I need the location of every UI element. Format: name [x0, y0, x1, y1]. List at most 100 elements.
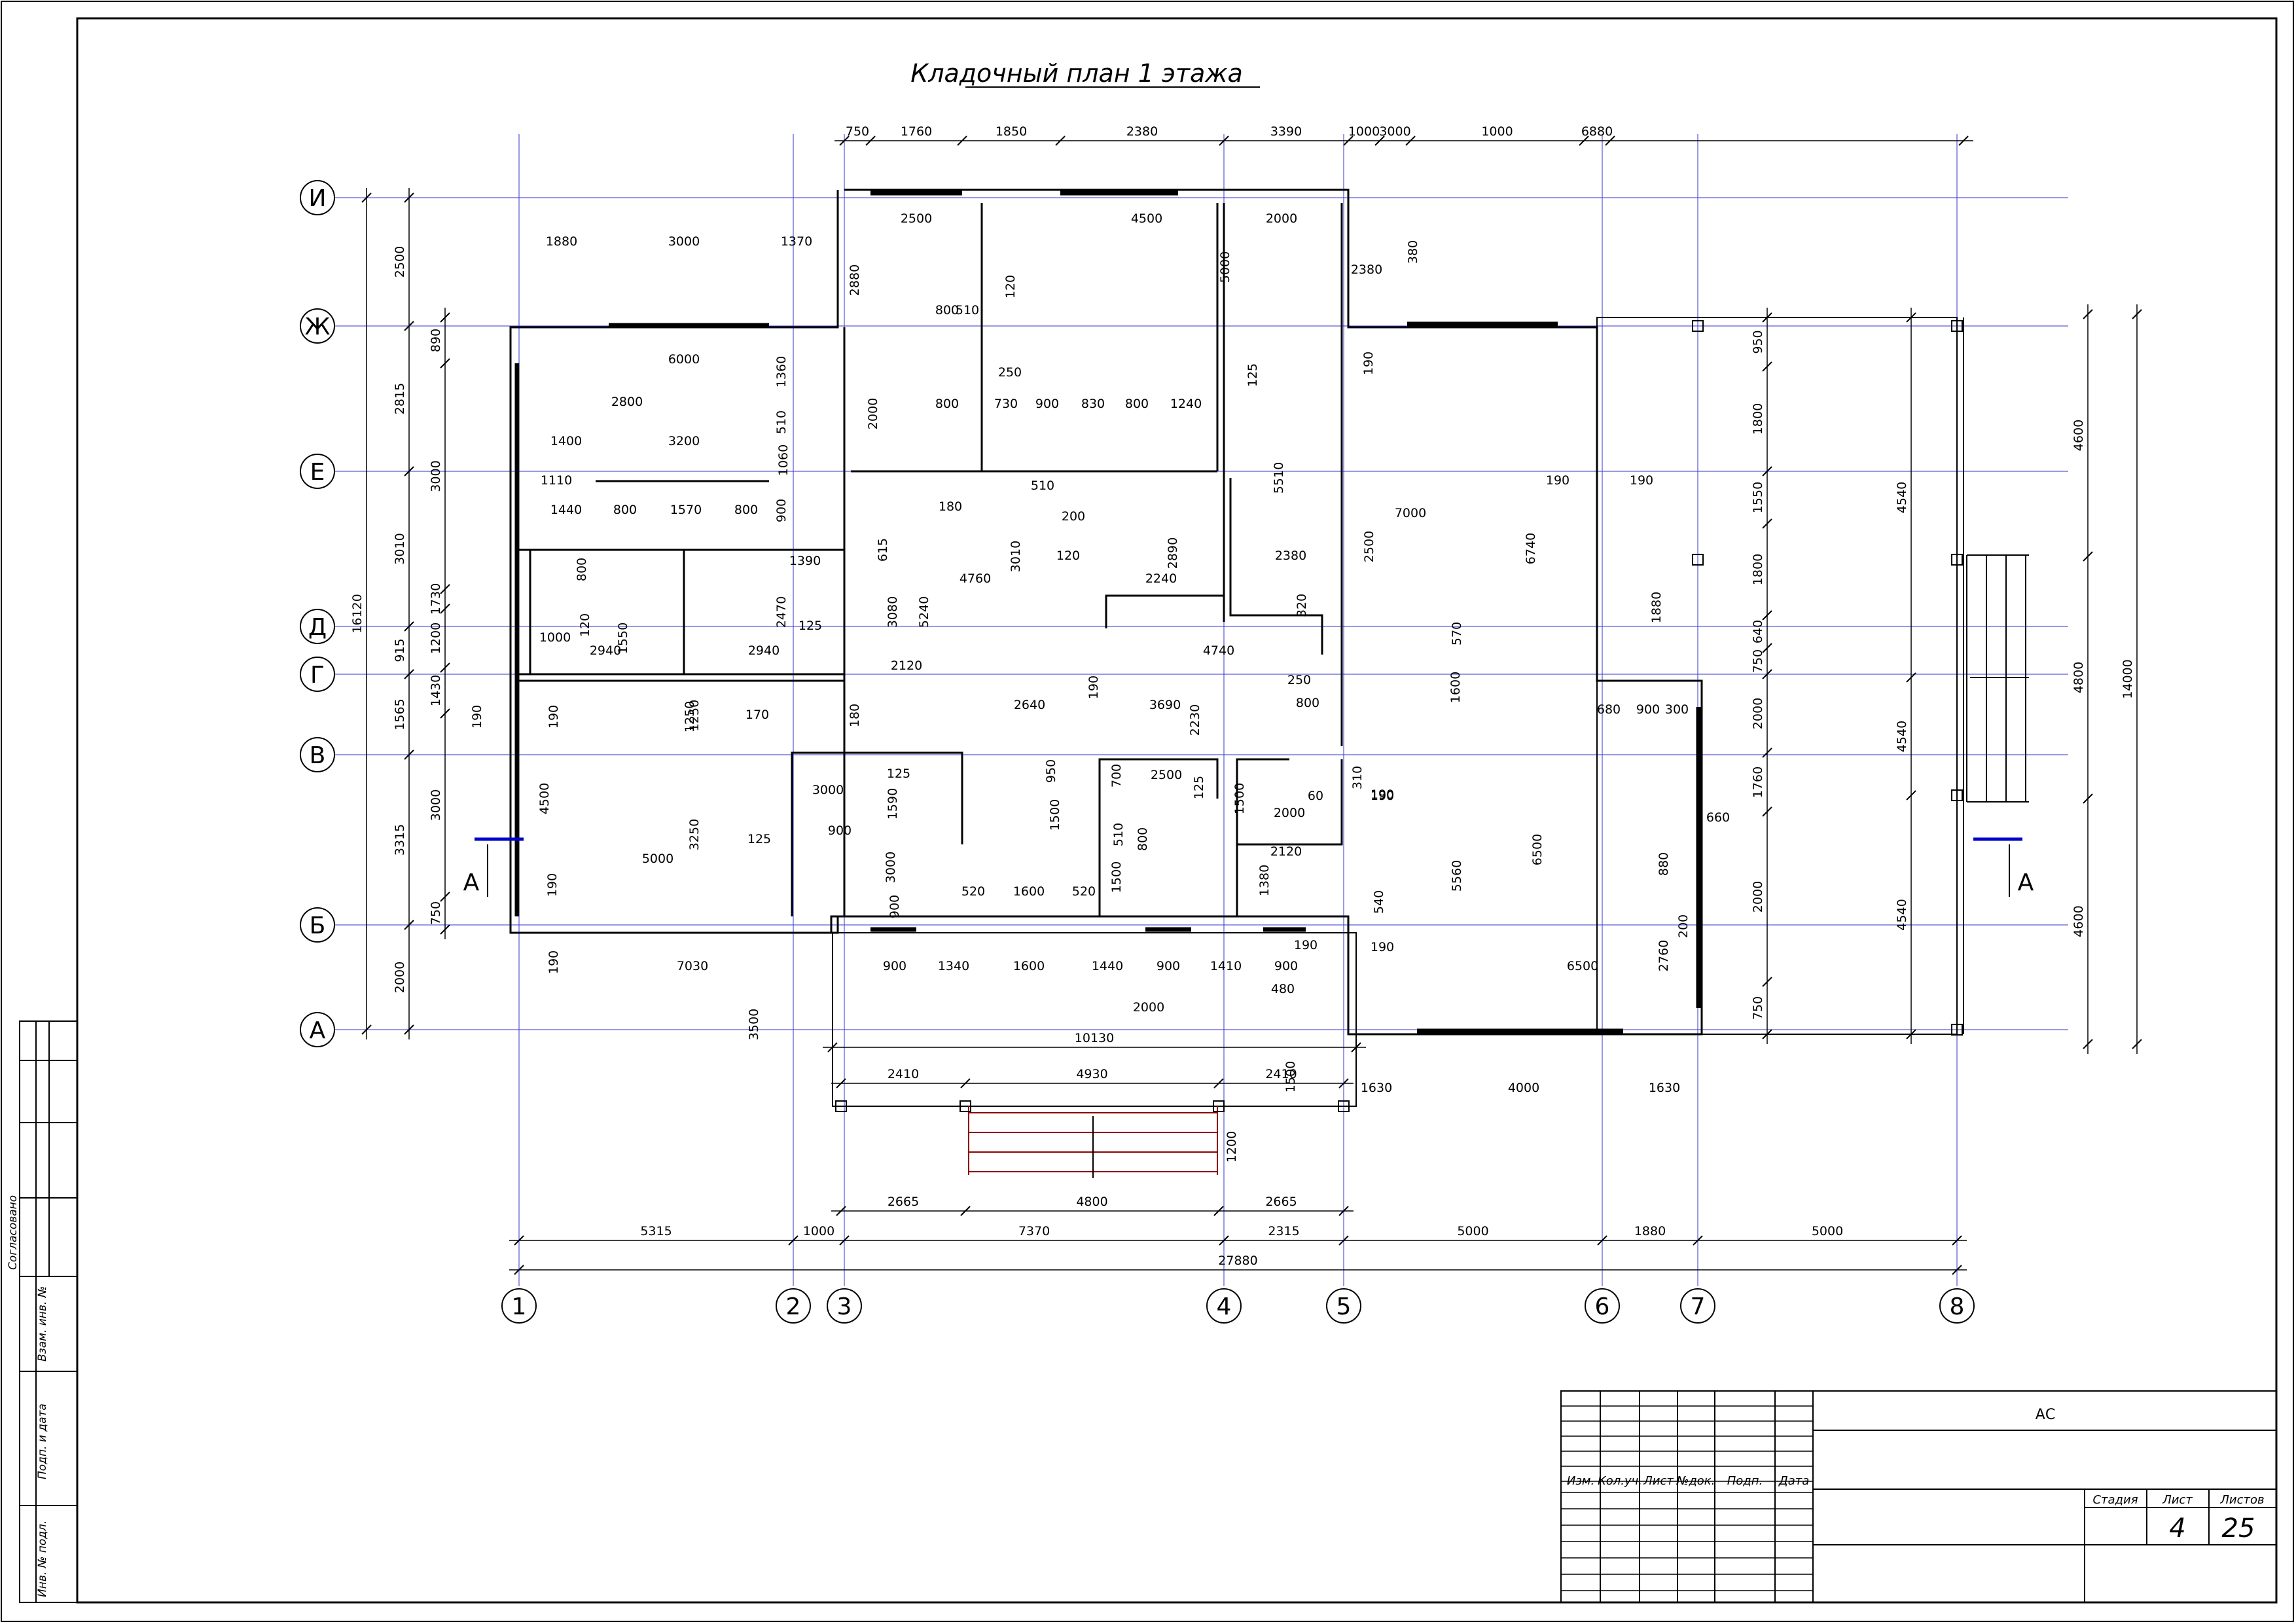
dim-right-small-label: 1550: [1751, 482, 1765, 513]
dim-room-c: 2000: [1274, 806, 1305, 820]
post-square: [1951, 789, 1963, 801]
dim-room-d: 310: [1350, 766, 1365, 789]
dim-right-small-label: 1760: [1751, 767, 1765, 798]
axis-row-label: Д: [308, 614, 327, 641]
dim-room-b: 800: [935, 397, 959, 411]
post-square: [1951, 320, 1963, 332]
dim-room-a: 1400: [550, 434, 582, 448]
dim-room-a: 1370: [781, 234, 812, 249]
dim-misc: 1360: [774, 356, 789, 388]
dim-top-label: 1760: [901, 124, 932, 139]
dim-room-d: 6500: [1530, 834, 1545, 865]
dim-room-b: 2380: [1275, 549, 1306, 563]
dim-bottom-inner: 4000: [1508, 1081, 1539, 1095]
dim-top-tick: [1343, 135, 1354, 146]
section-label-left: А: [463, 869, 480, 896]
axis-row-label: Б: [310, 912, 326, 939]
dim-bottom-tick: [1693, 1235, 1703, 1246]
dim-top-label: 1000: [1481, 124, 1513, 139]
dim-misc: 2230: [1188, 704, 1202, 736]
post-square: [1951, 554, 1963, 566]
axis-col-bubble: [827, 1288, 862, 1324]
dim-right-small-label: 640: [1751, 620, 1765, 643]
dim-left-tick: [404, 669, 414, 679]
dim-top-tick: [1579, 135, 1589, 146]
dim-top-label: 3000: [1379, 124, 1410, 139]
dim-right-label: 4600: [2072, 420, 2086, 451]
dim-misc: 1550: [616, 623, 630, 654]
dim-room-d: 7000: [1395, 506, 1426, 520]
dim-top-label: 750: [846, 124, 869, 139]
dim-room-c: 1380: [1257, 865, 1272, 896]
porch-outline: [832, 932, 1357, 1107]
post-square: [960, 1100, 971, 1112]
dim-misc: 190: [1361, 352, 1376, 375]
dim-room-b: 800: [935, 303, 959, 317]
axis-row-label: А: [310, 1017, 326, 1044]
dim-room-d: 5560: [1450, 860, 1464, 892]
dim-room-b: 2890: [1166, 537, 1180, 569]
dim-overall-tick: [514, 1265, 524, 1275]
dim-room-c: 950: [1044, 759, 1058, 783]
dim-bottom-tick: [788, 1235, 798, 1246]
tb-project-code: АС: [2036, 1407, 2055, 1423]
dim-porch-upper-tick: [960, 1078, 971, 1089]
axis-row-label: Е: [310, 459, 325, 486]
dim-misc: 1250: [683, 701, 697, 732]
wall-int-room-d: [1098, 758, 1219, 916]
terrace: [1596, 317, 2029, 1035]
dim-left-inner-tick: [440, 662, 450, 673]
dim-bottom-tick: [1219, 1235, 1229, 1246]
dim-left-inner-tick: [440, 312, 450, 323]
dim-room-a: 1440: [550, 503, 582, 517]
dim-room-d: 1600: [1448, 672, 1463, 703]
dim-room-c: 2500: [1151, 768, 1182, 782]
dim-right-overall-tick: [2132, 309, 2142, 319]
dim-right-inner-label: 4540: [1895, 721, 1909, 752]
dim-room-c: 2640: [1014, 698, 1045, 712]
dim-right-small-tick: [1762, 977, 1772, 987]
dim-left-overall-label: 16120: [350, 594, 365, 633]
dim-left-tick: [404, 192, 414, 203]
dim-misc: 510: [774, 410, 789, 434]
dim-room-c: 3000: [812, 783, 844, 797]
dim-right-label: 4600: [2072, 905, 2086, 937]
terrace-stairs: [1966, 554, 2029, 803]
dim-10130-tick: [1351, 1042, 1361, 1053]
dim-left-tick: [404, 466, 414, 477]
dim-10130-label: 10130: [1075, 1031, 1114, 1045]
dim-room-b: 4500: [1131, 211, 1162, 226]
title-block: [1560, 1390, 2277, 1603]
dim-room-c: 2120: [891, 659, 922, 673]
dim-misc: 3000: [884, 852, 898, 883]
dim-top-label: 3390: [1270, 124, 1302, 139]
dim-bottom-inner: 900: [1274, 959, 1298, 973]
dim-top-label: 6880: [1581, 124, 1613, 139]
dim-right-small-tick: [1762, 610, 1772, 621]
dim-right-small-label: 750: [1751, 996, 1765, 1020]
dim-room-c: 190: [1371, 787, 1394, 802]
dim-room-b: 250: [998, 365, 1022, 380]
post-square: [835, 1100, 847, 1112]
dim-right-small-label: 2000: [1751, 881, 1765, 912]
dim-right-small-tick: [1762, 669, 1772, 679]
dim-room-a: 800: [734, 503, 758, 517]
dim-bottom-label: 5315: [640, 1224, 672, 1238]
wall-int-room-f: [1237, 759, 1343, 846]
dim-room-a: 3200: [668, 434, 700, 448]
dim-bottom-inner: 3500: [747, 1009, 761, 1040]
dim-room-d: 1880: [1649, 592, 1664, 623]
dim-bottom-inner: 1410: [1210, 959, 1242, 973]
dim-misc: 5000: [1218, 251, 1232, 283]
dim-room-a: 125: [747, 832, 771, 846]
dim-left-label: 3315: [393, 824, 407, 856]
dim-top-tick: [1958, 135, 1969, 146]
dim-right-inner-label: 4540: [1895, 482, 1909, 513]
tb-sheets-value: 25: [2222, 1513, 2255, 1543]
axis-col-label: 3: [837, 1293, 852, 1320]
dim-room-a: 3000: [668, 234, 700, 249]
dim-right-small-tick: [1762, 643, 1772, 653]
dim-bottom-inner: 900: [883, 959, 906, 973]
